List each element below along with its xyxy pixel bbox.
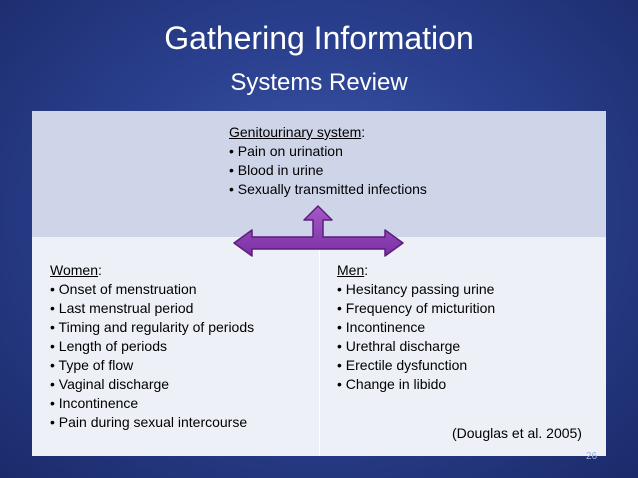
women-heading-text: Women: [50, 262, 98, 278]
list-item: Type of flow: [50, 356, 254, 375]
list-item: Frequency of micturition: [337, 299, 495, 318]
list-item: Incontinence: [337, 318, 495, 337]
men-heading: Men:: [337, 262, 369, 278]
list-item: Onset of menstruation: [50, 280, 254, 299]
list-item: Pain on urination: [229, 142, 427, 161]
list-item: Length of periods: [50, 337, 254, 356]
slide-title: Gathering Information: [164, 20, 474, 56]
women-heading: Women:: [50, 262, 102, 278]
content-panel: Genitourinary system: Pain on urination …: [32, 111, 606, 456]
list-item: Pain during sexual intercourse: [50, 413, 254, 432]
genitourinary-list: Genitourinary system: Pain on urination …: [229, 123, 427, 199]
page-number: 26: [586, 451, 598, 462]
list-item: Change in libido: [337, 375, 495, 394]
list-item: Vaginal discharge: [50, 375, 254, 394]
list-item: Sexually transmitted infections: [229, 180, 427, 199]
list-item: Erectile dysfunction: [337, 356, 495, 375]
genitourinary-heading-text: Genitourinary system: [229, 124, 362, 140]
slide-subtitle: Systems Review: [230, 69, 408, 96]
list-item: Incontinence: [50, 394, 254, 413]
list-item: Hesitancy passing urine: [337, 280, 495, 299]
citation: (Douglas et al. 2005): [452, 425, 582, 441]
men-list: Men: Hesitancy passing urine Frequency o…: [337, 261, 495, 394]
list-item: Timing and regularity of periods: [50, 318, 255, 337]
women-list: Women: Onset of menstruation Last menstr…: [50, 261, 254, 432]
genitourinary-heading: Genitourinary system:: [229, 124, 366, 140]
list-item: Blood in urine: [229, 161, 427, 180]
men-heading-text: Men: [337, 262, 365, 278]
list-item: Urethral discharge: [337, 337, 495, 356]
list-item: Last menstrual period: [50, 299, 254, 318]
arrow-shape: [233, 205, 404, 257]
column-divider: [319, 237, 320, 456]
